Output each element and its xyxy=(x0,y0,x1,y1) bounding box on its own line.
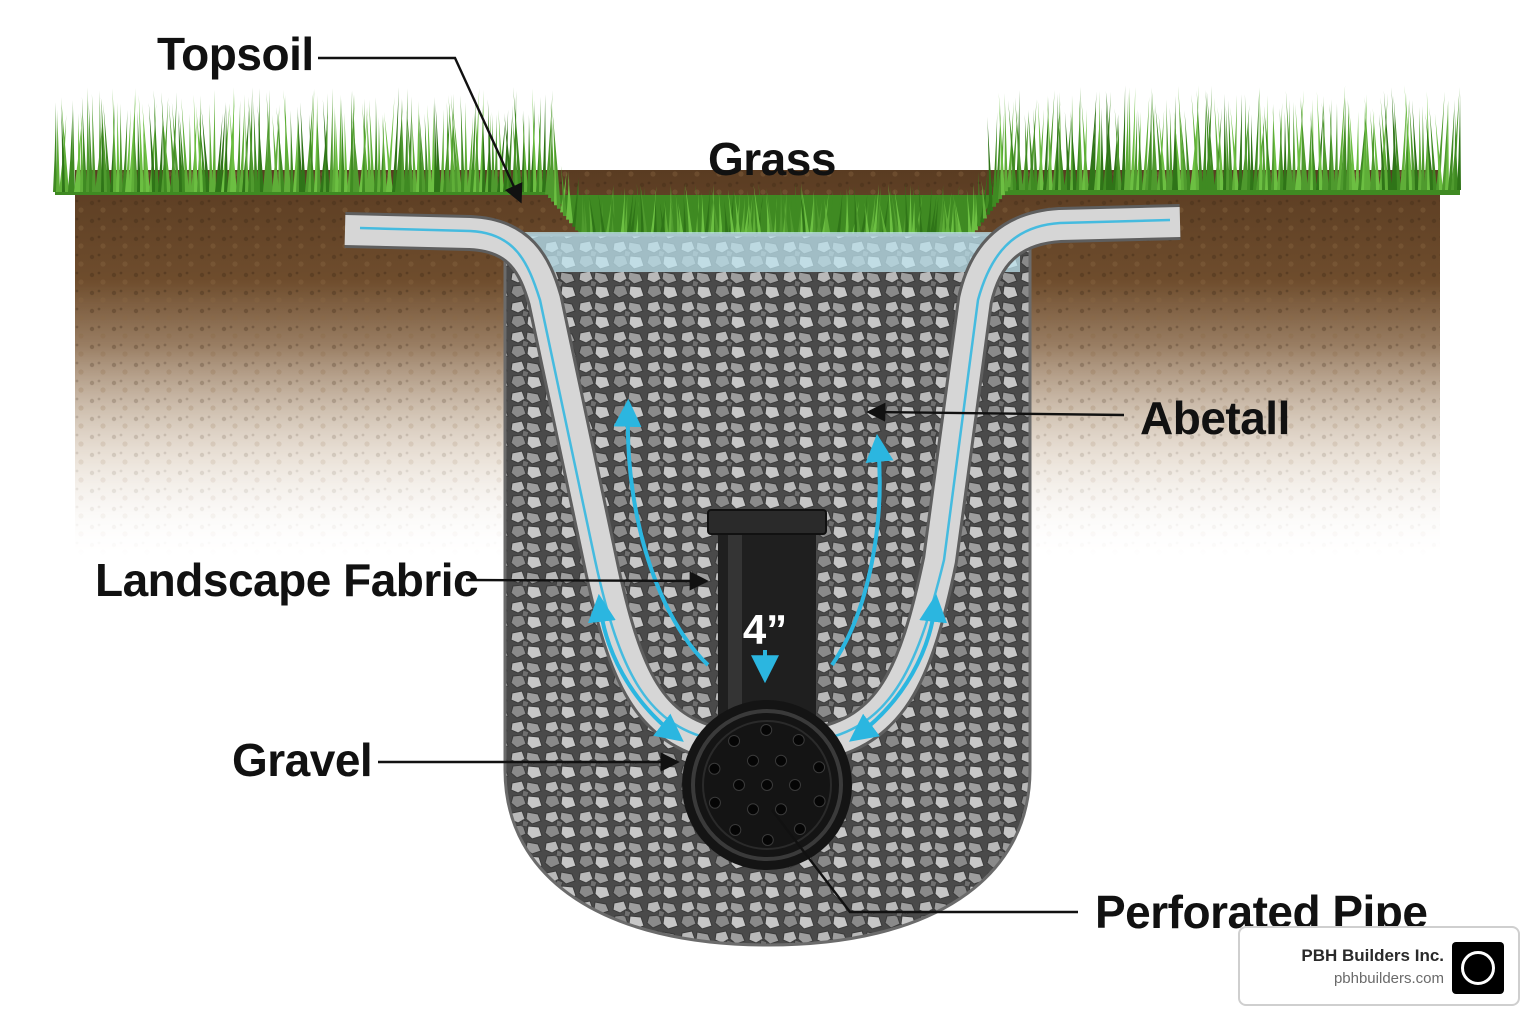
pipe-size-label: 4” xyxy=(743,606,787,653)
pipe-perforation xyxy=(747,754,759,767)
water-surface xyxy=(520,232,1020,272)
pipe-perforation xyxy=(775,803,787,816)
pipe-perforation xyxy=(728,734,741,747)
landscape-fabric-label: Landscape Fabric xyxy=(95,554,478,606)
grass-layer xyxy=(53,85,1461,238)
gravel-label: Gravel xyxy=(232,734,372,786)
abetall-label: Abetall xyxy=(1140,392,1290,444)
brand-card[interactable]: PBH Builders Inc. pbhbuilders.com xyxy=(1238,926,1520,1006)
pipe-perforation xyxy=(733,779,745,791)
perforated-pipe-section xyxy=(682,700,852,870)
pipe-perforation xyxy=(789,779,801,791)
grass-label: Grass xyxy=(708,133,836,185)
leader-lines xyxy=(318,56,1125,914)
pipe-perforation xyxy=(813,761,826,774)
pipe-perforation xyxy=(761,833,774,846)
pipe-perforation xyxy=(760,724,773,737)
pipe-perforation xyxy=(792,734,805,747)
pipe-perforation xyxy=(708,796,721,809)
pipe-perforation xyxy=(747,803,759,816)
pipe-perforation xyxy=(775,754,787,767)
pipe-perforation xyxy=(729,823,742,836)
topsoil-label: Topsoil xyxy=(157,28,314,80)
circle-logo-icon xyxy=(1452,942,1504,994)
pipe-perforation xyxy=(813,795,826,808)
brand-company-name: PBH Builders Inc. xyxy=(1301,946,1444,965)
pipe-perforation xyxy=(708,762,721,775)
water-flow-arrows xyxy=(587,398,948,742)
pipe-perforation xyxy=(761,779,773,791)
brand-website-link[interactable]: pbhbuilders.com xyxy=(1333,970,1444,987)
pipe-perforation xyxy=(793,823,806,836)
